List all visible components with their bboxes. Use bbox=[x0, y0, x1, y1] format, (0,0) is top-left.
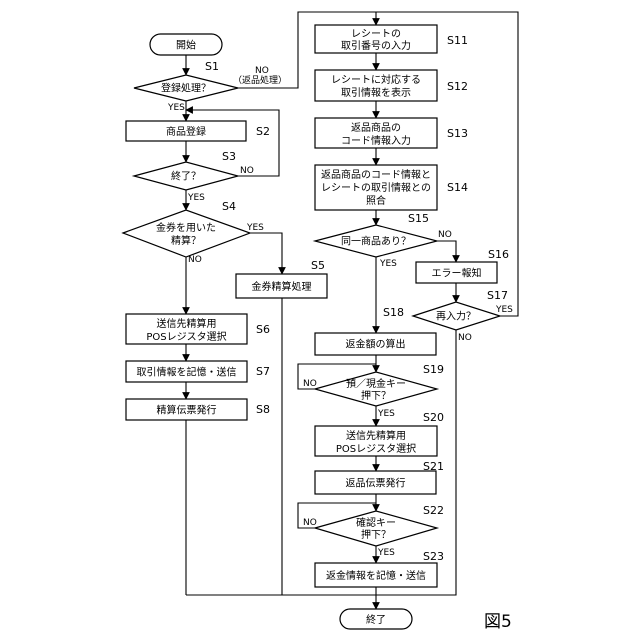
s22-line-1: 確認キー bbox=[356, 516, 396, 529]
process-s16: エラー報知 bbox=[416, 262, 497, 283]
s13-line-2: コード情報入力 bbox=[341, 134, 411, 147]
s12-line-1: レシートに対応する bbox=[331, 73, 421, 86]
decision-s19: 預／現金キー 押下？ bbox=[315, 372, 437, 406]
s15-step-id: S15 bbox=[408, 212, 429, 225]
s17-step-id: S17 bbox=[487, 289, 508, 302]
s12-line-2: 取引情報を表示 bbox=[341, 86, 411, 99]
s20-step-id: S20 bbox=[423, 411, 444, 424]
s1-no-note: （返品処理） bbox=[233, 74, 287, 86]
s5-step-id: S5 bbox=[311, 259, 325, 272]
start-label: 開始 bbox=[176, 39, 196, 52]
end-label: 終了 bbox=[366, 613, 386, 626]
s19-step-id: S19 bbox=[423, 363, 444, 376]
decision-s17: 再入力？ bbox=[413, 302, 500, 330]
start-terminal: 開始 bbox=[150, 34, 222, 55]
s20-line-1: 送信先精算用 bbox=[346, 429, 406, 442]
s4-line-1: 金券を用いた bbox=[156, 221, 216, 234]
s3-text: 終了？ bbox=[171, 170, 201, 183]
s15-no-label: NO bbox=[438, 230, 452, 240]
s23-text: 返金情報を記憶・送信 bbox=[326, 569, 426, 582]
s4-step-id: S4 bbox=[222, 200, 236, 213]
s6-line-1: 送信先精算用 bbox=[157, 317, 217, 330]
s4-line-2: 精算？ bbox=[171, 234, 201, 247]
s14-line-3: 照合 bbox=[366, 194, 386, 207]
decision-s1: 登録処理？ bbox=[134, 75, 238, 101]
s1-yes-label: YES bbox=[167, 103, 185, 113]
s8-step-id: S8 bbox=[256, 403, 270, 416]
s14-step-id: S14 bbox=[447, 181, 468, 194]
decision-s4: 金券を用いた 精算？ bbox=[123, 210, 250, 257]
process-s7: 取引情報を記憶・送信 bbox=[126, 361, 247, 382]
figure-label: 図5 bbox=[484, 612, 512, 632]
s22-no-label: NO bbox=[303, 518, 317, 528]
s18-step-id: S18 bbox=[383, 306, 404, 319]
s5-text: 金券精算処理 bbox=[252, 280, 312, 293]
s14-line-1: 返品商品のコード情報と bbox=[321, 168, 431, 181]
s22-yes-label: YES bbox=[377, 548, 395, 558]
process-s23: 返金情報を記憶・送信 bbox=[315, 563, 437, 587]
process-s21: 返品伝票発行 bbox=[315, 471, 436, 494]
s21-step-id: S21 bbox=[423, 460, 444, 473]
s2-step-id: S2 bbox=[256, 125, 270, 138]
s3-no-label: NO bbox=[240, 166, 254, 176]
process-s20: 送信先精算用 POSレジスタ選択 bbox=[315, 426, 437, 456]
process-s14: 返品商品のコード情報と レシートの取引情報との 照合 bbox=[315, 165, 437, 210]
s19-line-1: 預／現金キー bbox=[346, 377, 406, 390]
s19-no-label: NO bbox=[303, 379, 317, 389]
process-s6: 送信先精算用 POSレジスタ選択 bbox=[126, 314, 247, 344]
decision-s22: 確認キー 押下？ bbox=[315, 511, 437, 546]
s6-step-id: S6 bbox=[256, 323, 270, 336]
decision-s15: 同一商品あり？ bbox=[315, 225, 437, 257]
s11-step-id: S11 bbox=[447, 34, 468, 47]
s16-step-id: S16 bbox=[488, 248, 509, 261]
s18-text: 返金額の算出 bbox=[346, 338, 406, 351]
s6-line-2: POSレジスタ選択 bbox=[146, 330, 226, 343]
process-s12: レシートに対応する 取引情報を表示 bbox=[315, 70, 437, 101]
s19-line-2: 押下？ bbox=[361, 389, 391, 402]
s3-step-id: S3 bbox=[222, 150, 236, 163]
s15-yes-label: YES bbox=[379, 259, 397, 269]
s14-line-2: レシートの取引情報との bbox=[321, 181, 431, 194]
process-s8: 精算伝票発行 bbox=[126, 399, 247, 420]
s11-line-2: 取引番号の入力 bbox=[341, 39, 411, 52]
s17-no-label: NO bbox=[458, 333, 472, 343]
s17-text: 再入力？ bbox=[436, 310, 476, 323]
process-s11: レシートの 取引番号の入力 bbox=[315, 25, 437, 53]
process-s13: 返品商品の コード情報入力 bbox=[315, 118, 437, 148]
s3-yes-label: YES bbox=[187, 193, 205, 203]
s2-text: 商品登録 bbox=[166, 125, 206, 138]
s17-yes-label: YES bbox=[495, 305, 513, 315]
process-s18: 返金額の算出 bbox=[315, 333, 436, 355]
s1-no-label: NO bbox=[255, 66, 269, 76]
s15-text: 同一商品あり？ bbox=[341, 235, 411, 248]
s19-yes-label: YES bbox=[377, 409, 395, 419]
s13-step-id: S13 bbox=[447, 127, 468, 140]
s4-no-label: NO bbox=[188, 255, 202, 265]
s16-text: エラー報知 bbox=[432, 267, 482, 280]
s20-line-2: POSレジスタ選択 bbox=[336, 442, 416, 455]
edge-s4-yes-to-s5 bbox=[250, 233, 282, 274]
s12-step-id: S12 bbox=[447, 80, 468, 93]
s13-line-1: 返品商品の bbox=[351, 121, 401, 134]
s1-step-id: S1 bbox=[205, 60, 219, 73]
process-s5: 金券精算処理 bbox=[236, 274, 327, 298]
process-s2: 商品登録 bbox=[126, 121, 246, 141]
s7-step-id: S7 bbox=[256, 365, 270, 378]
s1-text: 登録処理？ bbox=[161, 82, 211, 95]
s22-line-2: 押下？ bbox=[361, 528, 391, 541]
s23-step-id: S23 bbox=[423, 550, 444, 563]
s8-text: 精算伝票発行 bbox=[157, 404, 217, 417]
decision-s3: 終了？ bbox=[134, 162, 238, 190]
s7-text: 取引情報を記憶・送信 bbox=[137, 366, 237, 379]
edge-s15-no-to-s16 bbox=[437, 241, 456, 262]
s21-text: 返品伝票発行 bbox=[346, 477, 406, 490]
end-terminal: 終了 bbox=[340, 609, 412, 629]
s11-line-1: レシートの bbox=[351, 29, 401, 40]
s22-step-id: S22 bbox=[423, 504, 444, 517]
s4-yes-label: YES bbox=[246, 223, 264, 233]
